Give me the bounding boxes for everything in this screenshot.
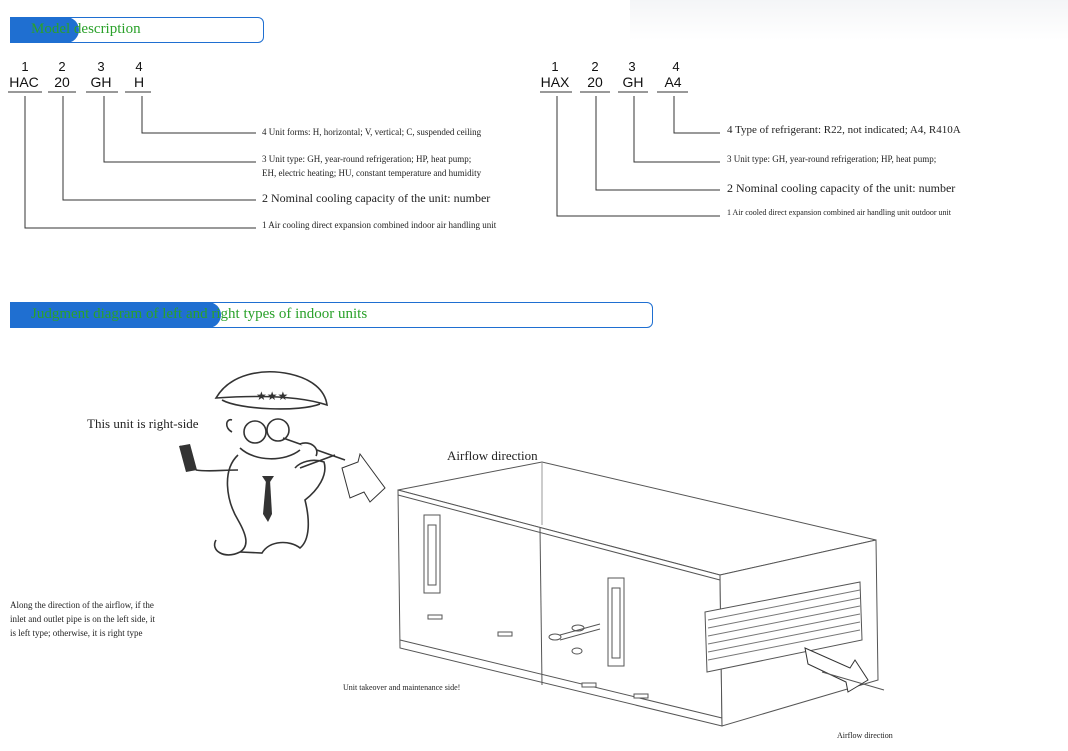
code-type: GH bbox=[90, 74, 112, 90]
digit-3: 3 bbox=[628, 59, 636, 74]
code-type: GH bbox=[622, 74, 644, 90]
rule-line-1: Along the direction of the airflow, if t… bbox=[10, 600, 154, 610]
note-unit-forms: 4 Unit forms: H, horizontal; V, vertical… bbox=[262, 127, 482, 137]
section-tab bbox=[11, 302, 221, 328]
rule-line-3: is left type; otherwise, it is right typ… bbox=[10, 628, 143, 638]
digit-4: 4 bbox=[135, 59, 143, 74]
code-capacity: 20 bbox=[54, 74, 70, 90]
digit-1: 1 bbox=[21, 59, 29, 74]
speech-text: This unit is right-side bbox=[87, 416, 199, 431]
digit-1: 1 bbox=[551, 59, 559, 74]
airflow-arrow-bottom bbox=[804, 647, 885, 693]
digit-4: 4 bbox=[672, 59, 680, 74]
note-unit-type: 3 Unit type: GH, year-round refrigeratio… bbox=[262, 154, 472, 164]
note-capacity: 2 Nominal cooling capacity of the unit: … bbox=[262, 191, 491, 205]
digit-3: 3 bbox=[97, 59, 105, 74]
digit-2: 2 bbox=[58, 59, 66, 74]
judgment-diagram-title: Judgment diagram of left and right types… bbox=[31, 306, 368, 322]
note-capacity: 2 Nominal cooling capacity of the unit: … bbox=[727, 181, 956, 195]
code-form: H bbox=[133, 74, 145, 90]
cartoon-details: ★★★ bbox=[179, 389, 288, 522]
leader-lines-right bbox=[540, 91, 720, 217]
airflow-label-bottom: Airflow direction bbox=[837, 731, 893, 740]
judgment-diagram-header: Judgment diagram of left and right types… bbox=[10, 302, 653, 328]
model-description-title: Model description bbox=[31, 21, 141, 37]
rule-line-2: inlet and outlet pipe is on the left sid… bbox=[10, 614, 155, 624]
model-description-header: Model description bbox=[10, 17, 264, 43]
judgment-rule: Along the direction of the airflow, if t… bbox=[10, 598, 155, 640]
code-series: HAX bbox=[540, 74, 570, 90]
airflow-label-top: Airflow direction bbox=[447, 448, 538, 463]
note-refrigerant: 4 Type of refrigerant: R22, not indicate… bbox=[727, 124, 961, 136]
note-unit-desc: 1 Air cooling direct expansion combined … bbox=[262, 220, 497, 230]
airflow-arrow-top bbox=[341, 452, 386, 503]
note-unit-type: 3 Unit type: GH, year-round refrigeratio… bbox=[727, 154, 937, 164]
note-unit-type-2: EH, electric heating; HU, constant tempe… bbox=[262, 168, 482, 178]
hat-stars: ★★★ bbox=[256, 389, 288, 403]
note-unit-desc: 1 Air cooled direct expansion combined a… bbox=[727, 208, 951, 217]
digit-2: 2 bbox=[591, 59, 599, 74]
code-capacity: 20 bbox=[587, 74, 603, 90]
leader-lines-left bbox=[8, 91, 256, 229]
unit-drawing bbox=[397, 461, 879, 727]
maintenance-side-label: Unit takeover and maintenance side! bbox=[343, 683, 461, 692]
header-fade bbox=[630, 0, 1068, 40]
code-refrigerant: A4 bbox=[664, 74, 682, 90]
section-tab bbox=[11, 17, 79, 43]
code-series: HAC bbox=[9, 74, 39, 90]
